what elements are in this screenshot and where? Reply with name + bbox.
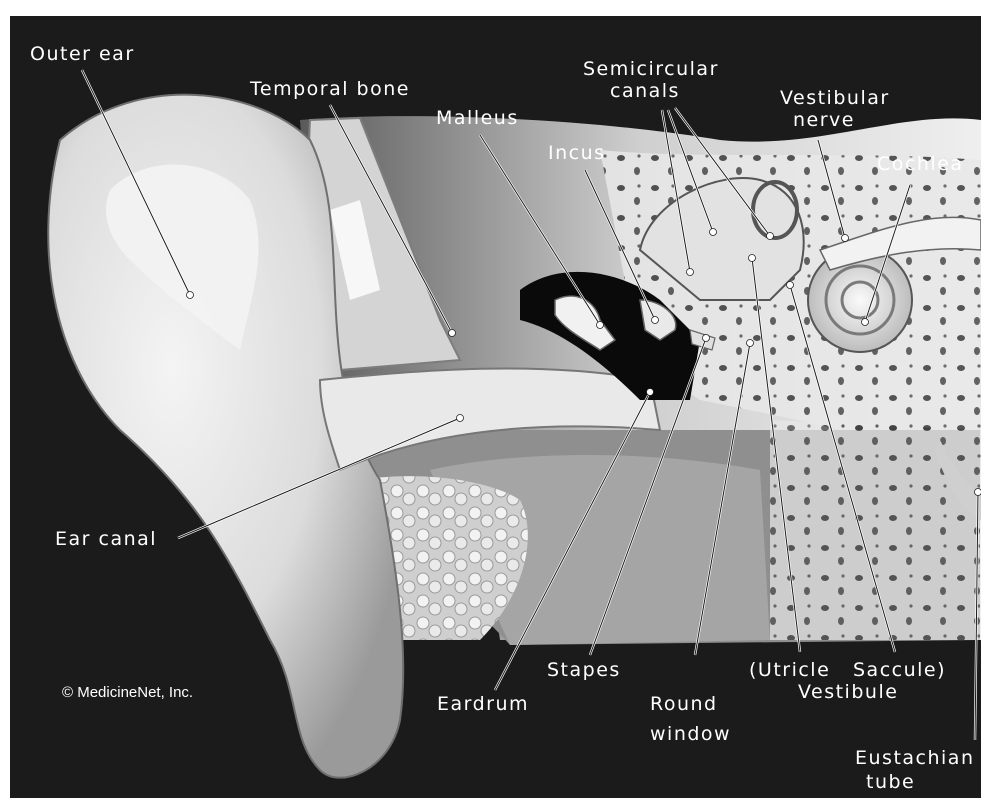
label-cochlea: Cochlea xyxy=(877,153,964,175)
copyright-notice: © MedicineNet, Inc. xyxy=(62,684,193,701)
label-round-2: window xyxy=(650,723,731,745)
label-utricle: (Utricle xyxy=(749,659,830,681)
label-semicircular-2: canals xyxy=(610,80,680,102)
cochlea-shape xyxy=(808,248,912,352)
label-stapes: Stapes xyxy=(547,659,621,681)
label-eustachian-2: tube xyxy=(866,771,915,793)
label-semicircular-1: Semicircular xyxy=(583,58,719,80)
label-vestibular-2: nerve xyxy=(793,109,855,131)
label-vestibule: Vestibule xyxy=(798,681,898,703)
label-eustachian-1: Eustachian xyxy=(855,747,975,769)
label-ear-canal: Ear canal xyxy=(55,528,157,550)
label-vestibular-1: Vestibular xyxy=(780,87,890,109)
label-temporal-bone: Temporal bone xyxy=(249,78,410,100)
label-eardrum: Eardrum xyxy=(437,693,529,715)
label-incus: Incus xyxy=(548,142,606,164)
label-outer-ear: Outer ear xyxy=(30,43,135,65)
label-malleus: Malleus xyxy=(436,107,519,129)
mastoid-tissue xyxy=(770,420,980,640)
label-round-1: Round xyxy=(650,693,718,715)
label-saccule: Saccule) xyxy=(853,659,946,681)
